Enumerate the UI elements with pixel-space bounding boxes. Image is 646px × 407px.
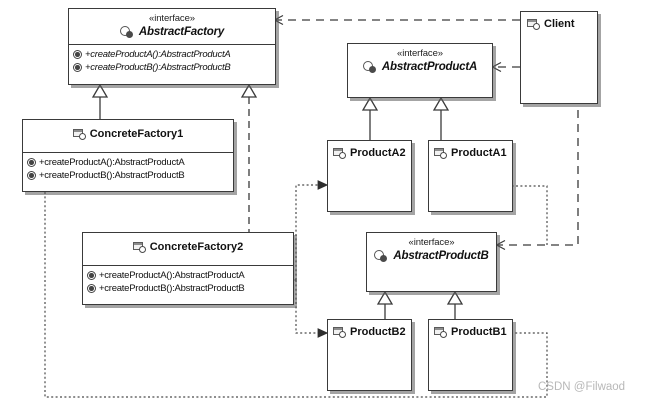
node-title-row: ProductA1 bbox=[434, 146, 508, 160]
operation-row: +createProductB():AbstractProductB bbox=[87, 282, 290, 295]
operation-label: +createProductB():AbstractProductB bbox=[99, 283, 245, 294]
node-product-b1[interactable]: ProductB1 bbox=[428, 319, 513, 391]
node-header: ProductB2 bbox=[328, 320, 411, 339]
node-header: ProductA1 bbox=[429, 141, 512, 160]
node-title-row: AbstractProductB bbox=[371, 249, 492, 263]
class-icon bbox=[333, 147, 346, 159]
node-header: ProductA2 bbox=[328, 141, 411, 160]
operation-row: +createProductA():AbstractProductA bbox=[27, 156, 230, 169]
dependency-concretefactory2-productb2 bbox=[295, 280, 329, 338]
stereotype-label: «interface» bbox=[149, 13, 195, 24]
node-title: ConcreteFactory1 bbox=[89, 128, 184, 140]
operation-row: +createProductB():AbstractProductB bbox=[27, 169, 230, 182]
operation-icon bbox=[73, 63, 82, 72]
class-icon bbox=[434, 147, 447, 159]
stereotype-label: «interface» bbox=[397, 48, 443, 59]
node-title: Client bbox=[544, 18, 575, 30]
dependency-concretefactory2-producta2 bbox=[295, 180, 329, 280]
class-icon bbox=[72, 128, 86, 140]
node-title-row: ProductA2 bbox=[333, 146, 407, 160]
class-icon bbox=[132, 241, 146, 253]
operation-label: +createProductA():AbstractProductA bbox=[85, 49, 231, 60]
realization-productb2-abstractproductb bbox=[376, 290, 394, 319]
node-abstract-product-b[interactable]: «interface» AbstractProductB bbox=[366, 232, 497, 292]
node-header: Client bbox=[521, 12, 597, 31]
node-title: AbstractFactory bbox=[138, 26, 225, 38]
node-title-row: ProductB2 bbox=[333, 325, 407, 339]
node-product-a1[interactable]: ProductA1 bbox=[428, 140, 513, 212]
node-title: ConcreteFactory2 bbox=[149, 241, 244, 253]
node-title-row: ConcreteFactory2 bbox=[87, 240, 289, 254]
compartment-divider bbox=[69, 44, 275, 45]
node-header: «interface» AbstractFactory bbox=[69, 9, 275, 44]
node-title: ProductA1 bbox=[451, 147, 507, 159]
interface-icon bbox=[362, 61, 378, 73]
interface-icon bbox=[374, 250, 389, 262]
node-concrete-factory2[interactable]: ConcreteFactory2 +createProductA():Abstr… bbox=[82, 232, 294, 305]
operation-icon bbox=[27, 158, 36, 167]
node-header: ProductB1 bbox=[429, 320, 512, 339]
node-title: ProductB1 bbox=[451, 326, 507, 338]
operation-label: +createProductB():AbstractProductB bbox=[85, 62, 231, 73]
operations-compartment: +createProductA():AbstractProductA +crea… bbox=[83, 266, 293, 299]
realization-producta1-abstractproducta bbox=[432, 96, 450, 140]
stereotype-label: «interface» bbox=[408, 237, 455, 248]
node-concrete-factory1[interactable]: ConcreteFactory1 +createProductA():Abstr… bbox=[22, 119, 234, 192]
operations-compartment: +createProductA():AbstractProductA +crea… bbox=[23, 153, 233, 186]
node-header: «interface» AbstractProductB bbox=[367, 233, 496, 268]
node-title: ProductA2 bbox=[350, 147, 406, 159]
operation-icon bbox=[27, 171, 36, 180]
node-client[interactable]: Client bbox=[520, 11, 598, 104]
node-title: AbstractProductA bbox=[381, 61, 478, 73]
operation-label: +createProductA():AbstractProductA bbox=[39, 157, 185, 168]
class-icon bbox=[527, 18, 540, 30]
class-icon bbox=[333, 326, 346, 338]
operations-compartment: +createProductA():AbstractProductA +crea… bbox=[69, 45, 275, 78]
node-title-row: AbstractProductA bbox=[352, 60, 488, 74]
operation-label: +createProductB():AbstractProductB bbox=[39, 170, 185, 181]
node-title-row: ProductB1 bbox=[434, 325, 508, 339]
interface-icon bbox=[119, 26, 135, 38]
node-title-row: ConcreteFactory1 bbox=[27, 127, 229, 141]
node-title-row: AbstractFactory bbox=[73, 25, 271, 39]
watermark-label: CSDN @Filwaod bbox=[538, 381, 626, 393]
realization-producta2-abstractproducta bbox=[361, 96, 379, 140]
compartment-divider bbox=[23, 152, 233, 153]
realization-productb1-abstractproductb bbox=[446, 290, 464, 319]
node-title: ProductB2 bbox=[350, 326, 406, 338]
node-product-a2[interactable]: ProductA2 bbox=[327, 140, 412, 212]
node-title: AbstractProductB bbox=[393, 250, 489, 262]
node-header: ConcreteFactory2 bbox=[83, 233, 293, 259]
node-header: ConcreteFactory1 bbox=[23, 120, 233, 146]
operation-row: +createProductB():AbstractProductB bbox=[73, 61, 272, 74]
operation-icon bbox=[87, 284, 96, 293]
node-header: «interface» AbstractProductA bbox=[348, 44, 492, 79]
operation-icon bbox=[87, 271, 96, 280]
realization-concretefactory2-abstractfactory bbox=[240, 83, 258, 232]
operation-row: +createProductA():AbstractProductA bbox=[87, 269, 290, 282]
node-abstract-product-a[interactable]: «interface» AbstractProductA bbox=[347, 43, 493, 98]
node-product-b2[interactable]: ProductB2 bbox=[327, 319, 412, 391]
realization-concretefactory1-abstractfactory bbox=[91, 83, 109, 119]
node-title-row: Client bbox=[527, 17, 593, 31]
operation-label: +createProductA():AbstractProductA bbox=[99, 270, 245, 281]
operation-icon bbox=[73, 50, 82, 59]
node-abstract-factory[interactable]: «interface» AbstractFactory +createProdu… bbox=[68, 8, 276, 85]
class-icon bbox=[434, 326, 447, 338]
operation-row: +createProductA():AbstractProductA bbox=[73, 48, 272, 61]
